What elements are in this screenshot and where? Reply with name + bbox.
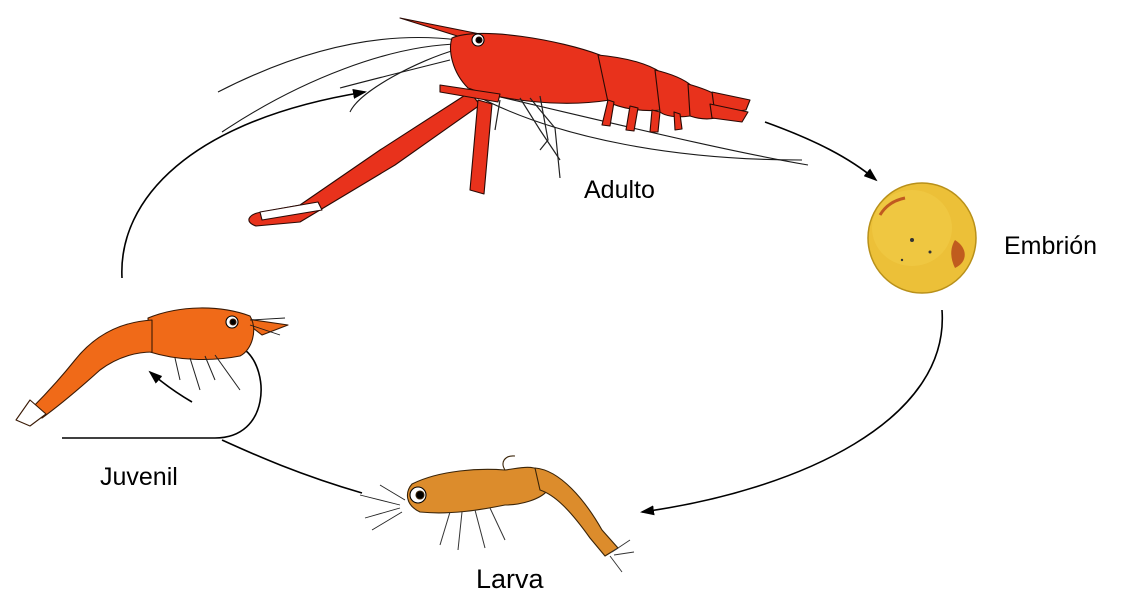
stage-label-embryo: Embrión [1004,234,1097,259]
stage-label-adult: Adulto [584,178,655,203]
larva-prawn-icon [360,456,634,572]
arrow-adult-to-embryo [765,122,876,180]
embryo-egg-icon [868,183,976,293]
arrow-juvenile-loop-head [150,372,192,402]
arrow-larva-to-juvenile [222,440,362,493]
cycle-arrows [62,92,942,512]
arrow-embryo-to-larva [642,310,942,512]
juvenile-prawn-icon [16,308,288,426]
stage-label-larva: Larva [476,566,544,593]
stage-label-juvenile: Juvenil [100,465,178,490]
adult-prawn-icon [218,18,808,226]
